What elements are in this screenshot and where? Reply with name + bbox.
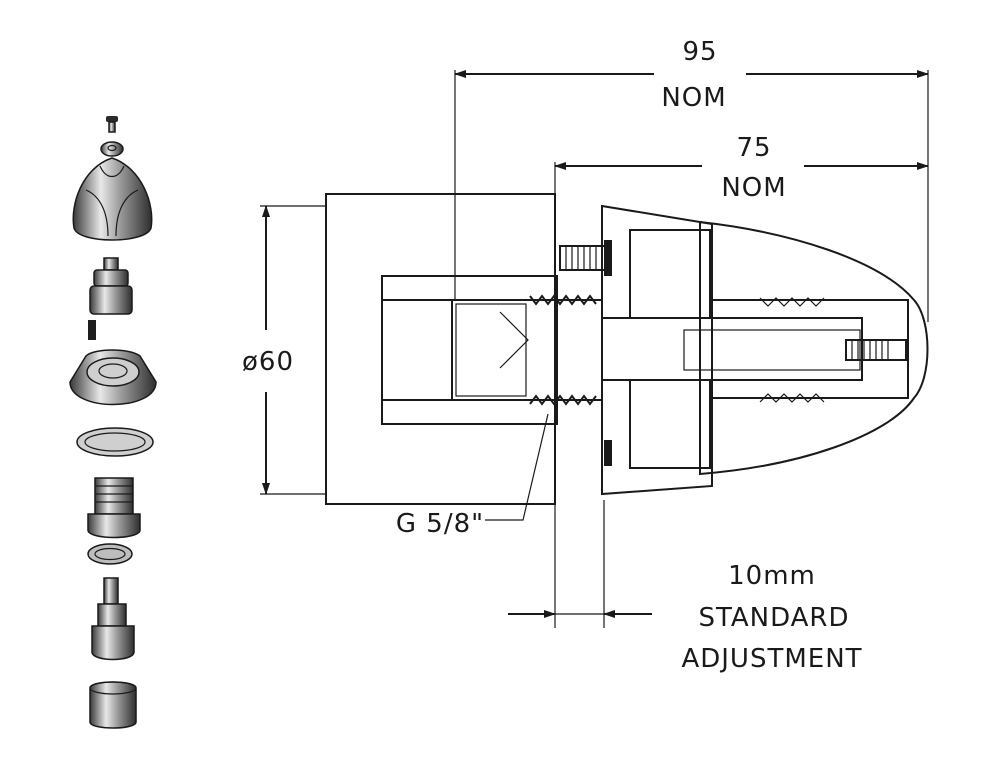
washer-part (100, 141, 124, 157)
set-screw-section (559, 245, 607, 271)
wall-block (325, 193, 556, 505)
threaded-body (451, 294, 603, 406)
spindle-core (601, 317, 863, 381)
handle-section (699, 220, 929, 476)
section-view (325, 193, 929, 505)
dim-adjustment-line2: ADJUSTMENT (681, 644, 862, 674)
dim-diameter: ø60 (242, 347, 294, 377)
dim-overall-value: 95 (682, 37, 717, 67)
dim-adjustment-value: 10mm (728, 561, 816, 591)
dimension-labels: 95 NOM 75 NOM ø60 G 5/8" 10mm STANDARD A… (242, 37, 862, 674)
dim-adjustment-line1: STANDARD (698, 603, 849, 633)
dim-body-unit: NOM (721, 173, 786, 203)
dim-thread: G 5/8" (396, 509, 484, 539)
dim-overall-unit: NOM (661, 83, 726, 113)
handle-part (72, 157, 153, 241)
dimension-lines (260, 70, 929, 628)
sleeve-part (89, 681, 137, 729)
shroud-section (601, 204, 713, 496)
threaded-insert-part (87, 477, 141, 539)
exploded-view (69, 116, 157, 729)
sealing-ring-part (76, 427, 154, 457)
cartridge-part (91, 577, 135, 661)
set-screw-part (88, 320, 96, 340)
shroud-part (69, 349, 157, 406)
o-ring-part (87, 543, 133, 565)
screw-part (106, 116, 118, 133)
dim-body-value: 75 (736, 133, 771, 163)
spindle-top-part (89, 257, 133, 315)
